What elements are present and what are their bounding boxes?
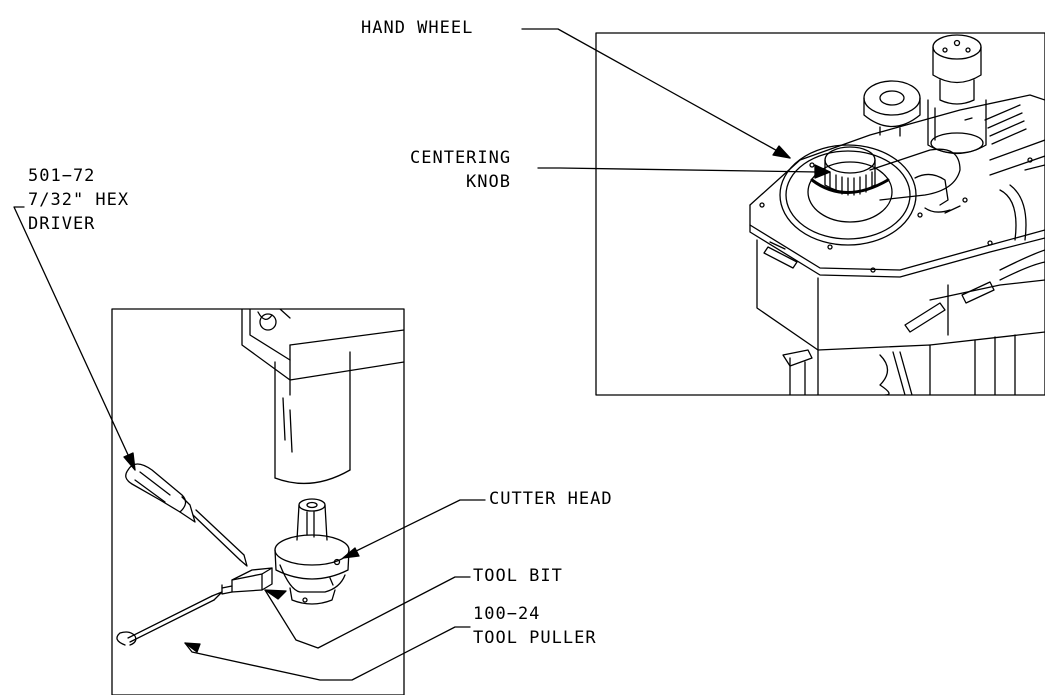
- label-hex-driver-name: DRIVER: [28, 214, 96, 234]
- leader-tool-puller: [185, 627, 470, 680]
- leader-cutter-head: [343, 500, 485, 558]
- cutter-head-detail-view: [112, 309, 404, 695]
- label-centering-knob-line1: CENTERING: [410, 148, 512, 168]
- label-cutter-head: CUTTER HEAD: [489, 489, 613, 509]
- label-hand-wheel: HAND WHEEL: [361, 18, 474, 38]
- detail-frame-right: [596, 33, 1045, 395]
- machine-top-drawing: [750, 35, 1045, 395]
- leader-tool-bit: [265, 577, 470, 648]
- label-hex-driver-part-number: 501−72: [28, 166, 96, 186]
- label-tool-puller-part-number: 100−24: [473, 604, 541, 624]
- leader-lines: [14, 29, 830, 680]
- leader-hex-driver: [14, 207, 135, 470]
- label-centering-knob-line2: KNOB: [466, 172, 511, 192]
- label-hex-driver-size: 7/32" HEX: [28, 190, 130, 210]
- hand-wheel-detail-view: [596, 33, 1045, 395]
- leader-centering-knob: [538, 165, 830, 178]
- detail-frame-left: [112, 309, 404, 695]
- leader-hand-wheel: [522, 29, 790, 158]
- label-tool-bit: TOOL BIT: [473, 566, 563, 586]
- label-tool-puller-name: TOOL PULLER: [473, 628, 597, 648]
- spindle-drawing: [117, 309, 404, 645]
